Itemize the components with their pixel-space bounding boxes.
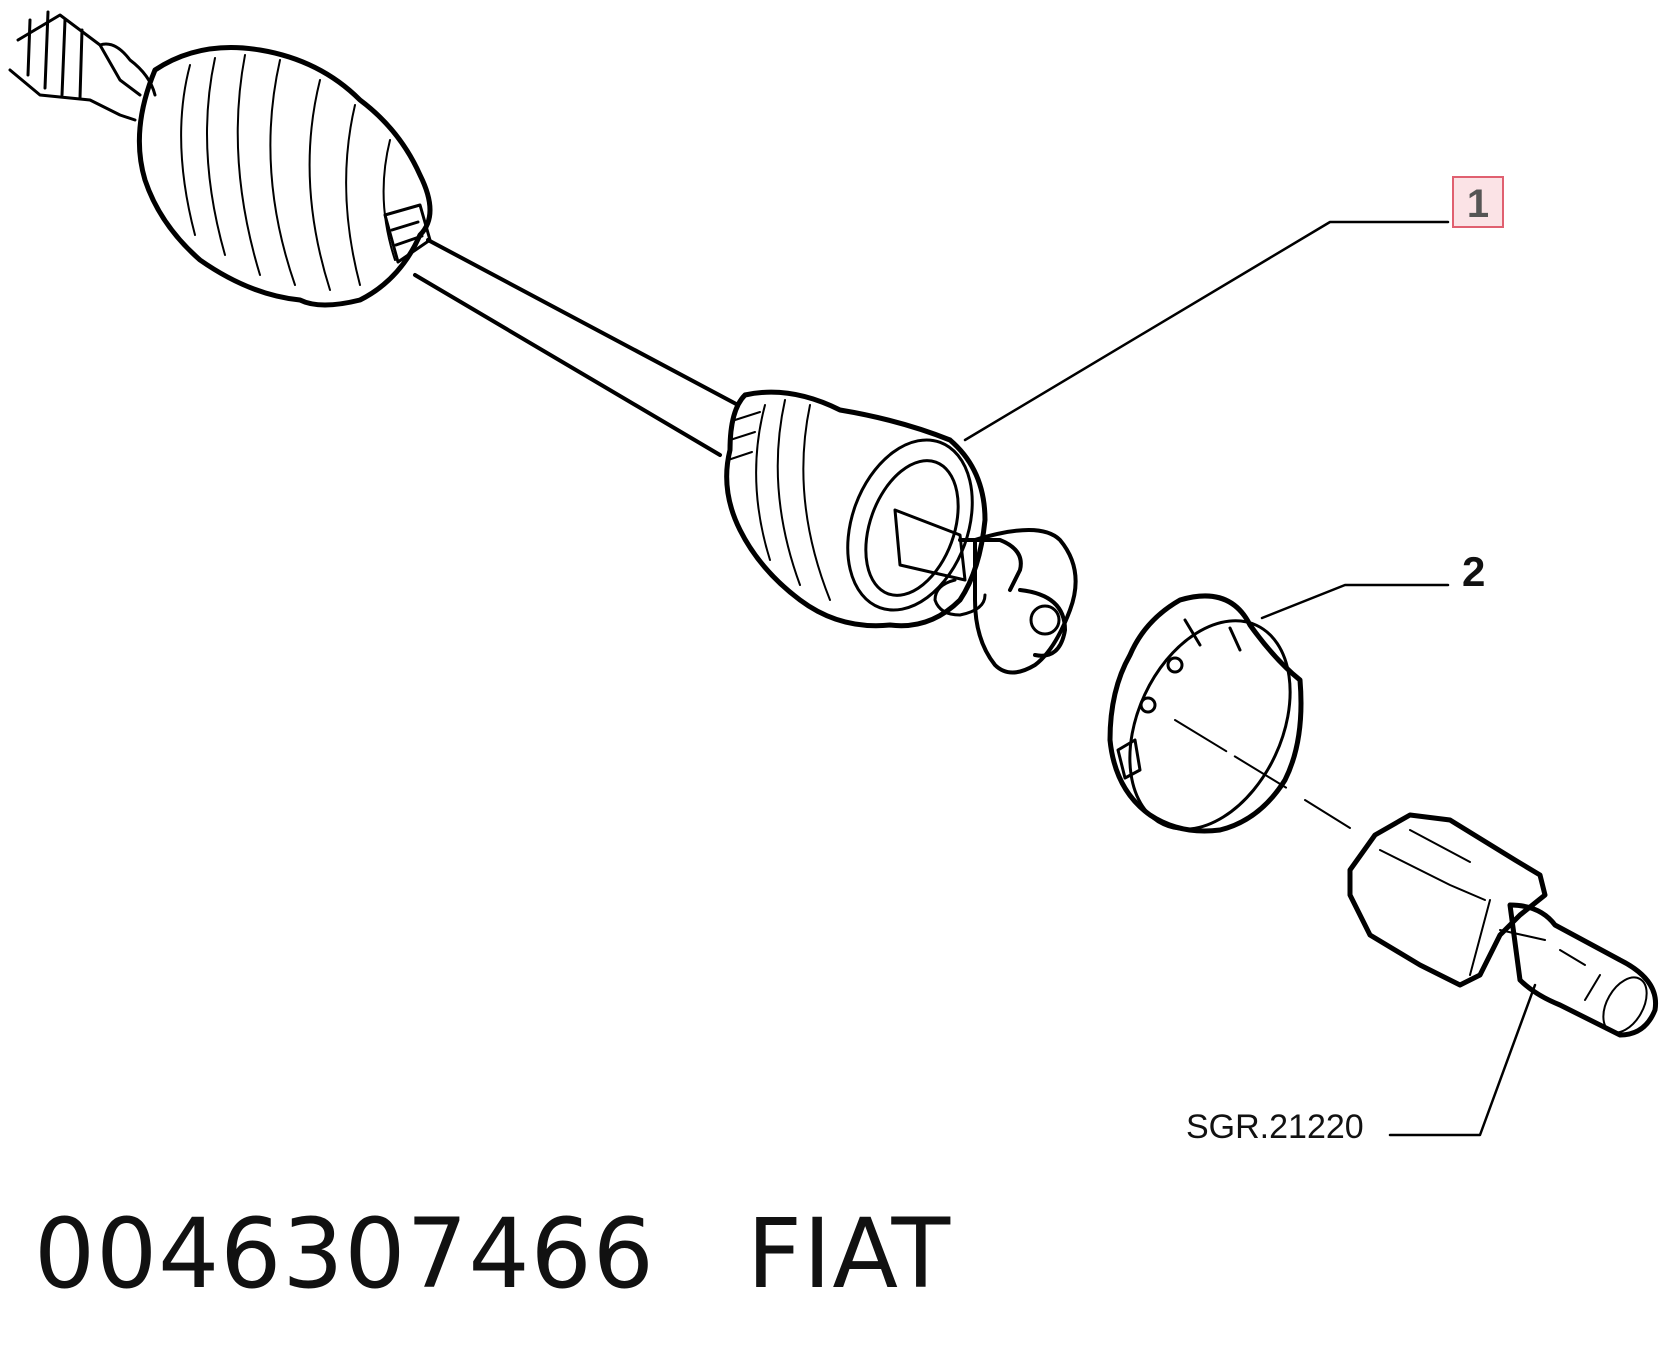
clamp-ring (1107, 593, 1304, 834)
part-number-caption: 0046307466 FIAT (34, 1198, 951, 1310)
leader-line-2 (1260, 583, 1450, 620)
main-shaft (413, 238, 740, 457)
inner-cv-boot (724, 389, 988, 629)
reference-label: SGR.21220 (1186, 1108, 1364, 1146)
outer-cv-boot (136, 45, 433, 308)
outer-splined-shaft (8, 10, 157, 122)
part-number: 0046307466 (34, 1198, 655, 1310)
callout-1[interactable]: 1 (1452, 176, 1504, 228)
inner-cv-bell-opening (846, 438, 974, 612)
clamp-ring-inner (1116, 618, 1292, 831)
brand-name: FIAT (746, 1198, 952, 1310)
axis-line (1174, 719, 1351, 829)
inner-shaft (1347, 812, 1659, 1038)
inner-shaft-details (1379, 829, 1648, 1034)
inner-cv-boot-folds (727, 399, 831, 601)
leader-line-ref (1388, 983, 1537, 1137)
outer-cv-boot-folds (180, 54, 396, 291)
tripod-joint (893, 508, 1078, 675)
leader-line-1 (963, 220, 1450, 442)
callout-2[interactable]: 2 (1462, 548, 1486, 595)
